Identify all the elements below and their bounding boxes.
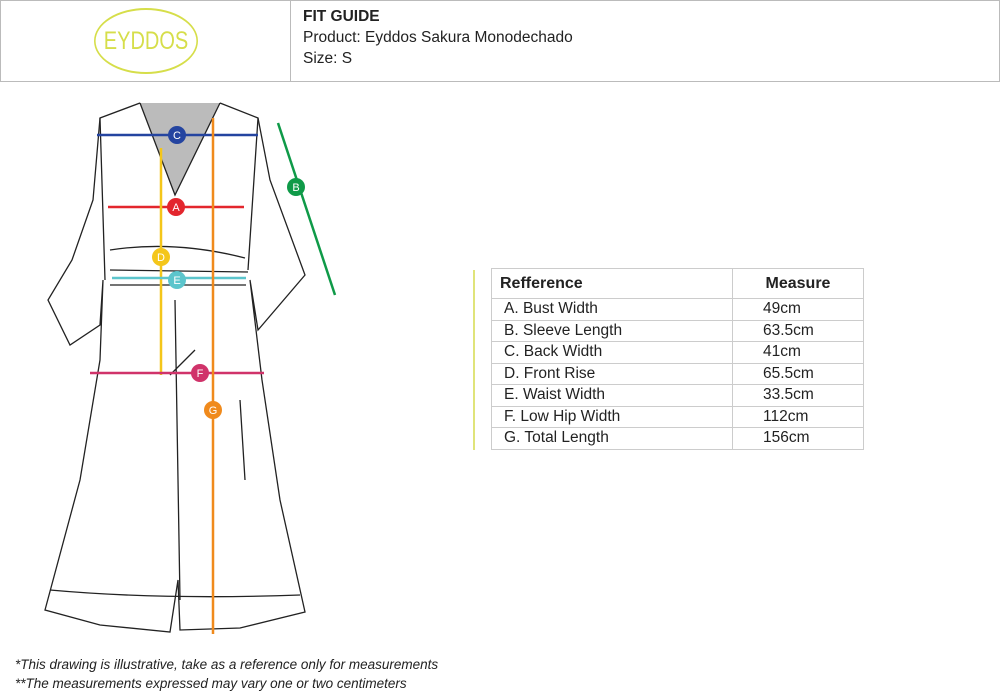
marker-e <box>168 271 186 289</box>
measure-cell: 41cm <box>732 341 864 364</box>
logo-cell: EYDDOS <box>1 1 291 81</box>
garment-outline <box>44 102 306 633</box>
reference-cell: G. Total Length <box>491 427 733 450</box>
measure-cell: 112cm <box>732 405 864 428</box>
footnote-2: **The measurements expressed may vary on… <box>15 676 407 691</box>
marker-b <box>287 178 305 196</box>
garment-drawing: A B C DE F G <box>44 102 337 634</box>
product-size: Size: S <box>303 50 353 67</box>
reference-cell: D. Front Rise <box>491 362 733 385</box>
marker-g <box>204 401 222 419</box>
measure-cell: 156cm <box>732 427 864 450</box>
measure-cell: 33.5cm <box>732 384 864 407</box>
measure-cell: 49cm <box>732 298 864 321</box>
reference-cell: A. Bust Width <box>491 298 733 321</box>
footnote-1: *This drawing is illustrative, take as a… <box>15 657 439 672</box>
header: EYDDOS FIT GUIDE Product: Eyddos Sakura … <box>0 0 1000 82</box>
marker-f <box>191 364 209 382</box>
marker-label: F <box>197 368 204 380</box>
marker-c <box>168 126 186 144</box>
marker-label: A <box>172 202 180 214</box>
divider <box>473 270 475 450</box>
measure-cell: 65.5cm <box>732 362 864 385</box>
marker-label: G <box>209 405 218 417</box>
reference-cell: E. Waist Width <box>491 384 733 407</box>
marker-label: B <box>292 182 299 194</box>
marker-d <box>152 248 170 266</box>
header-info: FIT GUIDE Product: Eyddos Sakura Monodec… <box>291 1 585 81</box>
col-header-measure: Measure <box>732 268 864 299</box>
marker-a <box>167 198 185 216</box>
marker-label: D <box>157 252 165 264</box>
brand-logo: EYDDOS <box>94 8 198 74</box>
reference-cell: F. Low Hip Width <box>491 405 733 428</box>
col-header-reference: Refference <box>491 268 733 299</box>
reference-cell: C. Back Width <box>491 341 733 364</box>
product-name: Product: Eyddos Sakura Monodechado <box>303 29 573 46</box>
doc-title: FIT GUIDE <box>303 8 380 25</box>
marker-label: C <box>173 130 181 142</box>
measure-cell: 63.5cm <box>732 319 864 342</box>
reference-cell: B. Sleeve Length <box>491 319 733 342</box>
marker-label: E <box>173 275 180 287</box>
measure-markers: A B C DE F G <box>152 126 305 419</box>
